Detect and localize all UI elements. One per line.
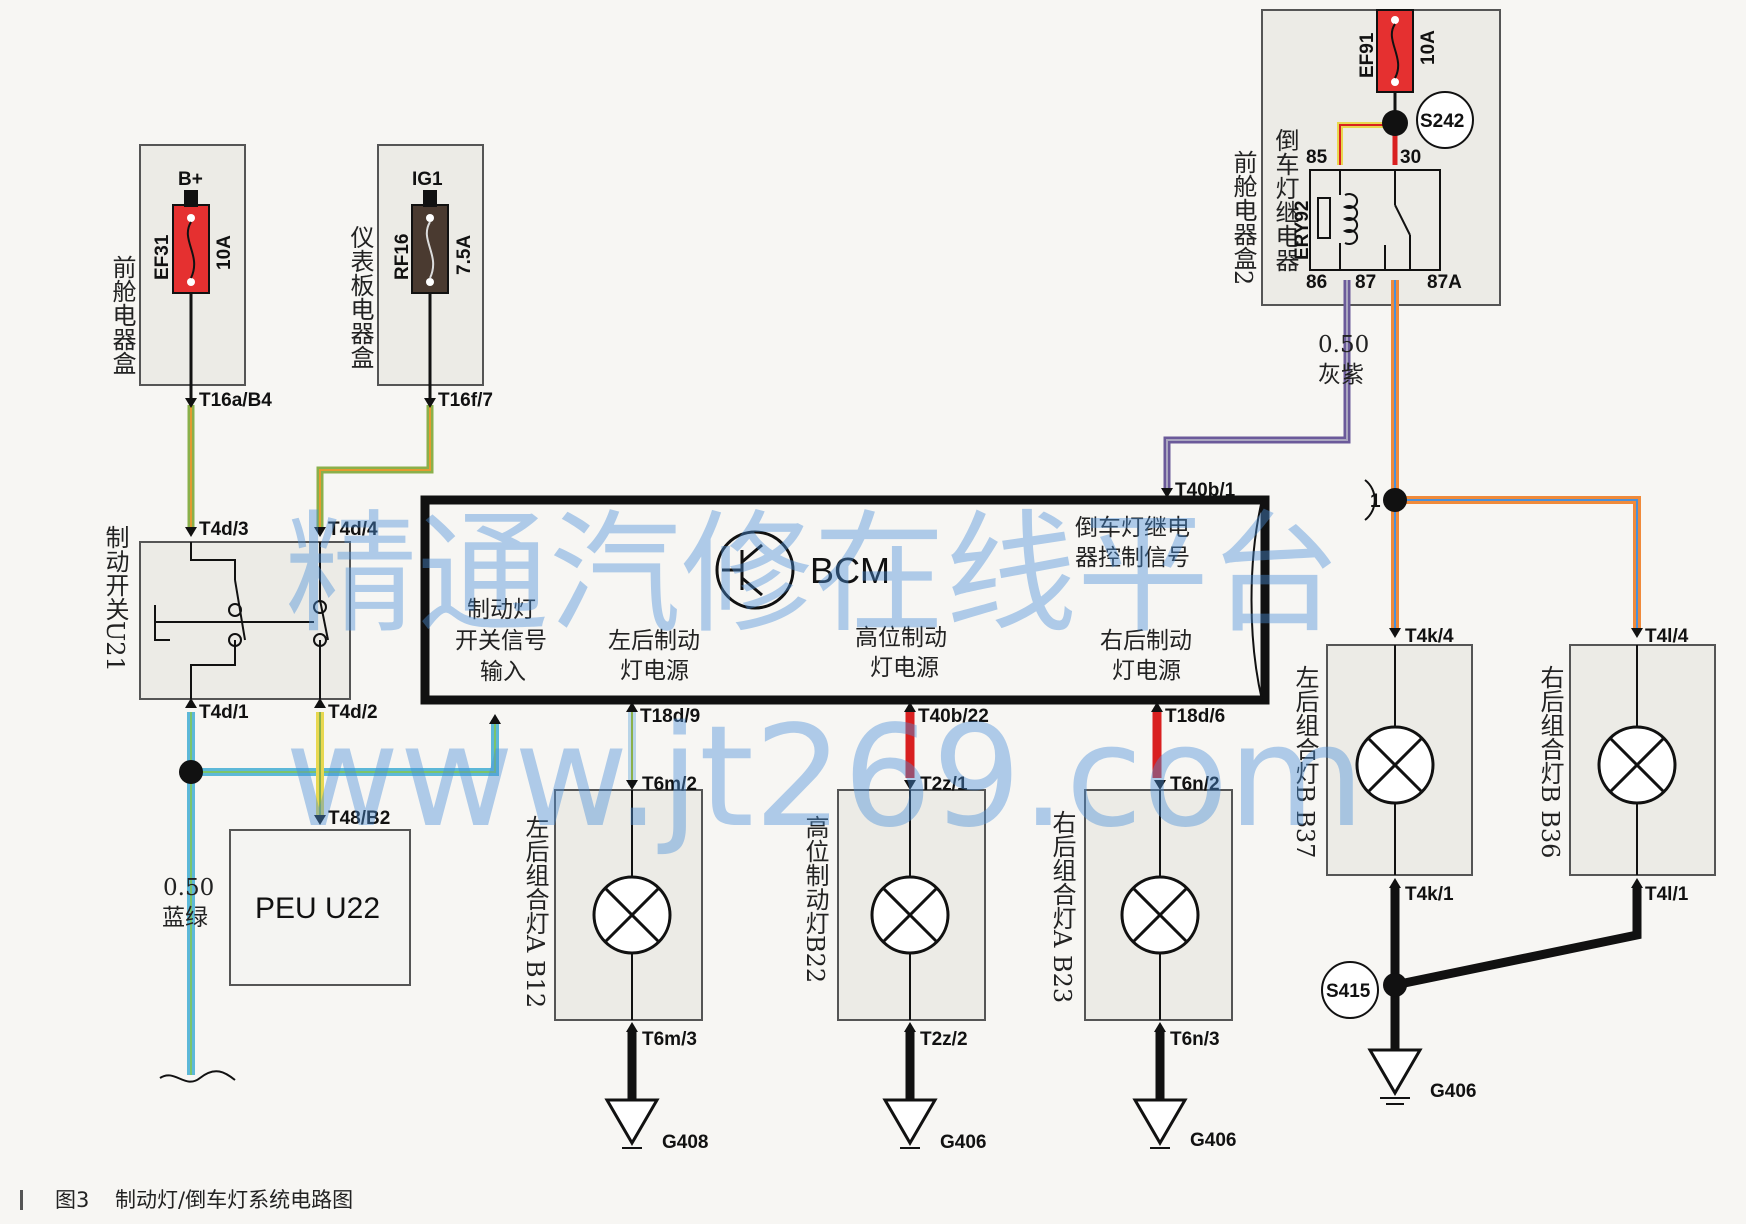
lamp-b36 bbox=[1569, 644, 1716, 876]
front-box2-label: 前舱电器盒2 bbox=[1229, 150, 1257, 285]
bcm-left-rear-1: 左后制动 bbox=[608, 628, 700, 654]
fuse-ef31-name: EF31 bbox=[152, 234, 173, 280]
relay-pin-85: 85 bbox=[1306, 147, 1328, 168]
bcm-relay-ctrl-1: 倒车灯继电 bbox=[1075, 515, 1190, 541]
dash-box-label: 仪表板电器盒 bbox=[346, 225, 374, 369]
splice-s415-node bbox=[1383, 973, 1407, 997]
conn-t48: T48/B2 bbox=[328, 808, 390, 829]
ground-g406a-icon bbox=[882, 1098, 938, 1149]
bcm-brake-input-3: 输入 bbox=[480, 659, 526, 685]
conn-t40b1: T40b/1 bbox=[1175, 480, 1236, 501]
relay-pin-87a: 87A bbox=[1427, 272, 1462, 293]
watermark-line1: 精通汽修在线平台 bbox=[285, 498, 1341, 652]
conn-t6n3: T6n/3 bbox=[1170, 1029, 1220, 1050]
lamp-b22 bbox=[837, 789, 986, 1021]
bcm-right-rear-1: 右后制动 bbox=[1100, 628, 1192, 654]
caption-number: 图3 bbox=[55, 1188, 89, 1212]
ground-g406b-label: G406 bbox=[1190, 1130, 1236, 1151]
ground-g408-label: G408 bbox=[662, 1132, 708, 1153]
splice-1-node bbox=[1383, 488, 1407, 512]
lamp-b37-label: 左后组合灯B B37 bbox=[1291, 665, 1319, 858]
front-box-label: 前舱电器盒 bbox=[108, 255, 136, 375]
relay-pin-87: 87 bbox=[1355, 272, 1376, 293]
wire-blue-green-size: 0.50 bbox=[163, 875, 214, 901]
relay-pin-86: 86 bbox=[1306, 272, 1327, 293]
conn-t6n2: T6n/2 bbox=[1170, 774, 1220, 795]
conn-t40b22: T40b/22 bbox=[918, 706, 989, 727]
wire-gray-purple-color: 灰紫 bbox=[1318, 362, 1364, 388]
conn-t4l4: T4l/4 bbox=[1645, 626, 1689, 647]
fuse-rf16-name: RF16 bbox=[392, 234, 413, 280]
supply-ig1-label: IG1 bbox=[412, 169, 443, 190]
lamp-b22-label: 高位制动灯B22 bbox=[801, 815, 829, 983]
wire-gray-purple-size: 0.50 bbox=[1318, 332, 1369, 358]
bcm-high-1: 高位制动 bbox=[855, 625, 947, 651]
conn-t2z1: T2z/1 bbox=[920, 774, 968, 795]
conn-t6m2: T6m/2 bbox=[642, 774, 697, 795]
splice-s415-label: S415 bbox=[1326, 981, 1371, 1002]
conn-t4d2: T4d/2 bbox=[328, 702, 378, 723]
fuse-ef91-name: EF91 bbox=[1357, 32, 1378, 78]
bcm-brake-input-1: 制动灯 bbox=[467, 597, 536, 623]
relay-id-label: ERY92 bbox=[1292, 201, 1313, 261]
splice-s242-badge bbox=[1416, 91, 1474, 149]
splice-s242-label: S242 bbox=[1420, 111, 1464, 132]
bcm-left-rear-2: 灯电源 bbox=[620, 658, 689, 684]
lamp-b36-label: 右后组合灯B B36 bbox=[1536, 665, 1564, 858]
conn-t4k1: T4k/1 bbox=[1405, 884, 1454, 905]
bcm-transistor-icon bbox=[715, 530, 795, 610]
peu-label: PEU U22 bbox=[255, 892, 380, 925]
peu-box bbox=[229, 829, 411, 986]
splice-s242-node bbox=[1382, 110, 1408, 136]
lamp-b23 bbox=[1084, 789, 1233, 1021]
conn-t4d3: T4d/3 bbox=[199, 519, 249, 540]
lamp-b23-label: 右后组合灯A B23 bbox=[1048, 810, 1076, 1003]
bcm-brake-input-2: 开关信号 bbox=[455, 628, 547, 654]
bcm-box bbox=[420, 495, 1270, 705]
conn-t16a: T16a/B4 bbox=[199, 390, 272, 411]
supply-b-plus-label: B+ bbox=[178, 169, 203, 190]
relay-pin-30: 30 bbox=[1400, 147, 1421, 168]
bcm-right-rear-2: 灯电源 bbox=[1112, 658, 1181, 684]
splice-1-label: 1 bbox=[1370, 491, 1381, 512]
reverse-relay-label: 倒车灯继电器 bbox=[1271, 128, 1299, 272]
fuse-ef31-icon bbox=[172, 190, 210, 294]
splice-node-brake bbox=[179, 760, 203, 784]
conn-t6m3: T6m/3 bbox=[642, 1029, 697, 1050]
fuse-ef91-icon bbox=[1376, 9, 1414, 93]
lamp-b12 bbox=[554, 789, 703, 1021]
ground-g406b-icon bbox=[1132, 1098, 1188, 1149]
conn-t4d4: T4d/4 bbox=[328, 519, 378, 540]
conn-t2z2: T2z/2 bbox=[920, 1029, 968, 1050]
brake-switch-label: 制动开关U21 bbox=[101, 525, 129, 672]
bcm-label: BCM bbox=[810, 550, 890, 591]
conn-t16f: T16f/7 bbox=[438, 390, 493, 411]
conn-t18d6: T18d/6 bbox=[1165, 706, 1225, 727]
fuse-rf16-rating: 7.5A bbox=[454, 235, 475, 275]
caption-title: 制动灯/倒车灯系统电路图 bbox=[115, 1188, 353, 1212]
fuse-rf16-icon bbox=[411, 190, 449, 294]
conn-t4k4: T4k/4 bbox=[1405, 626, 1454, 647]
lamp-b37 bbox=[1326, 644, 1473, 876]
conn-t18d9: T18d/9 bbox=[640, 706, 700, 727]
ground-g406c-label: G406 bbox=[1430, 1081, 1476, 1102]
ground-g408-icon bbox=[604, 1098, 660, 1149]
ground-g406a-label: G406 bbox=[940, 1132, 986, 1153]
relay-body bbox=[1309, 169, 1441, 271]
fuse-ef91-rating: 10A bbox=[1418, 30, 1439, 65]
wire-orange-blue-2 bbox=[1395, 496, 1641, 628]
bcm-high-2: 灯电源 bbox=[870, 655, 939, 681]
ground-g406c-icon bbox=[1367, 1048, 1423, 1105]
wire-ground-b36 bbox=[1394, 888, 1642, 990]
conn-t4l1: T4l/1 bbox=[1645, 884, 1689, 905]
lamp-b12-label: 左后组合灯A B12 bbox=[521, 815, 549, 1008]
fuse-ef31-rating: 10A bbox=[214, 235, 235, 270]
splice-s415-badge bbox=[1321, 961, 1379, 1019]
wire-blue-green-color: 蓝绿 bbox=[162, 905, 208, 931]
bcm-relay-ctrl-2: 器控制信号 bbox=[1075, 545, 1190, 571]
brake-switch-box bbox=[139, 541, 351, 700]
watermark-line2: www.jt269.com bbox=[285, 696, 1365, 859]
conn-t4d1: T4d/1 bbox=[199, 702, 249, 723]
